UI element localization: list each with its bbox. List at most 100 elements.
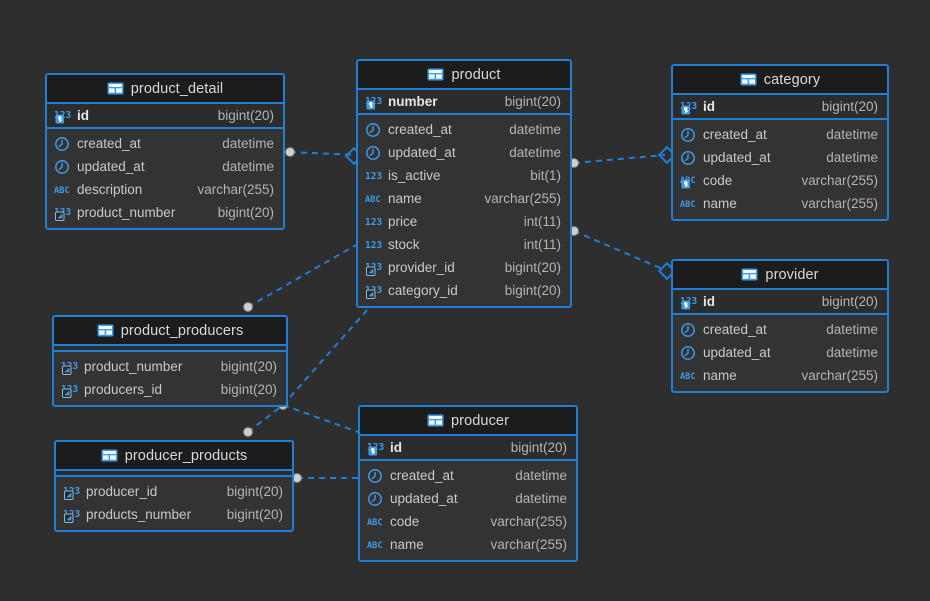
relation-producer_products-to-producer[interactable] [292,473,358,483]
table-header[interactable]: producer_products [56,442,292,471]
table-header[interactable]: category [673,66,887,95]
table-header[interactable]: product [358,61,570,90]
column-name: is_active [388,168,441,183]
table-producer_products[interactable]: producer_products 123 producer_idbigint(… [54,440,294,532]
column-name: updated_at [77,159,145,174]
text-icon: ABC [680,368,697,384]
table-product[interactable]: product 123 number bigint(20) created_atd… [356,59,572,308]
table-header[interactable]: provider [673,261,887,290]
relation-product_detail-to-product[interactable] [285,146,364,166]
table-header[interactable]: product_producers [54,317,286,346]
number-key-icon: 123 [365,94,382,110]
table-icon [101,449,118,462]
relation-product-to-provider[interactable] [569,226,677,281]
relation-product_producers-to-product[interactable] [243,244,357,312]
clock-icon [365,122,382,138]
column-type: varchar(255) [801,196,878,211]
number-foreignkey-icon: 123 [61,382,78,398]
primary-key-section-empty [54,346,286,352]
column-type: varchar(255) [801,368,878,383]
column-name: code [703,173,733,188]
column-name: id [77,108,89,123]
column-name: created_at [390,468,454,483]
table-column-row[interactable]: 123 number bigint(20) [358,90,570,113]
table-product_producers[interactable]: product_producers 123 product_numberbigi… [52,315,288,407]
column-name: provider_id [388,260,455,275]
table-icon [740,73,757,86]
column-name: number [388,94,438,109]
table-name: category [763,71,821,88]
svg-text:ABC: ABC [365,195,381,205]
relation-product-to-category[interactable] [569,145,677,168]
table-header[interactable]: product_detail [47,75,283,104]
column-type: datetime [222,136,274,151]
column-type: varchar(255) [801,173,878,188]
column-type: bigint(20) [504,94,561,109]
column-type: bigint(20) [504,283,561,298]
column-type: datetime [826,127,878,142]
number-icon: 123 [365,168,382,184]
relation-product_producers-to-producer[interactable] [278,400,359,433]
column-type: datetime [826,322,878,337]
column-name: code [390,514,420,529]
column-name: updated_at [703,345,771,360]
column-type: bigint(20) [226,507,283,522]
clock-icon [365,145,382,161]
column-name: id [390,440,402,455]
table-name: product_producers [120,322,244,339]
table-icon [427,414,444,427]
column-name: stock [388,237,420,252]
column-type: varchar(255) [197,182,274,197]
column-type: varchar(255) [490,537,567,552]
table-header[interactable]: producer [360,407,576,436]
column-name: updated_at [390,491,458,506]
column-name: price [388,214,418,229]
svg-text:ABC: ABC [54,186,70,196]
number-foreignkey-icon: 123 [365,260,382,276]
text-icon: ABC [367,514,384,530]
number-foreignkey-icon: 123 [365,283,382,299]
clock-icon [680,150,697,166]
